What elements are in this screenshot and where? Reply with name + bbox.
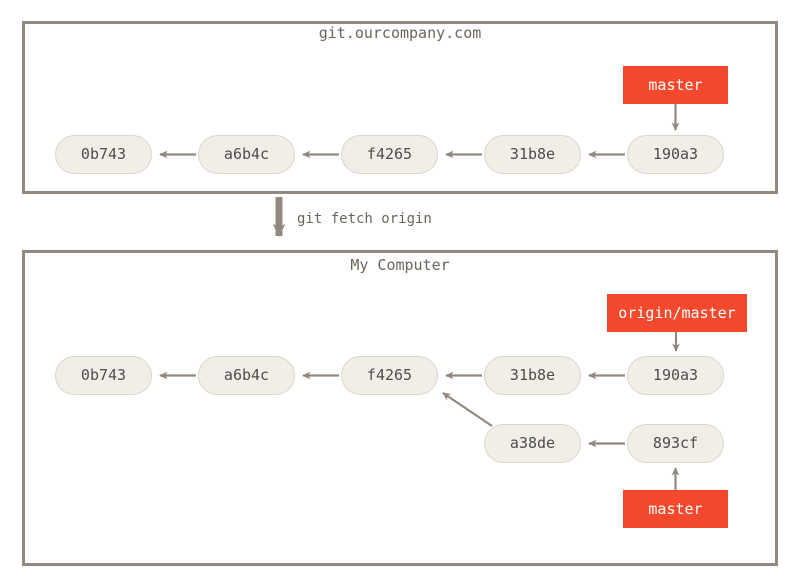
commit-node[interactable]: a6b4c — [198, 135, 295, 174]
commit-node[interactable]: a6b4c — [198, 356, 295, 395]
branch-label-master[interactable]: master — [623, 490, 728, 528]
commit-node[interactable]: 0b743 — [55, 135, 152, 174]
local-commit-arrows — [159, 371, 625, 448]
commit-node[interactable]: 0b743 — [55, 356, 152, 395]
local-frame-title: My Computer — [350, 256, 450, 274]
commit-node[interactable]: f4265 — [341, 356, 438, 395]
local-repository-frame — [22, 250, 778, 566]
commit-node[interactable]: 190a3 — [627, 135, 724, 174]
remote-frame-title: git.ourcompany.com — [318, 24, 482, 42]
fetch-command-label: git fetch origin — [297, 211, 432, 227]
branch-label-origin-master[interactable]: origin/master — [607, 294, 747, 332]
commit-node[interactable]: a38de — [484, 424, 581, 463]
commit-node[interactable]: 31b8e — [484, 135, 581, 174]
commit-node[interactable]: 190a3 — [627, 356, 724, 395]
local-branch-arrows — [671, 332, 680, 490]
branch-label-master[interactable]: master — [623, 66, 728, 104]
commit-node[interactable]: 31b8e — [484, 356, 581, 395]
commit-node[interactable]: 893cf — [627, 424, 724, 463]
commit-node[interactable]: f4265 — [341, 135, 438, 174]
remote-repository-frame — [22, 21, 778, 194]
